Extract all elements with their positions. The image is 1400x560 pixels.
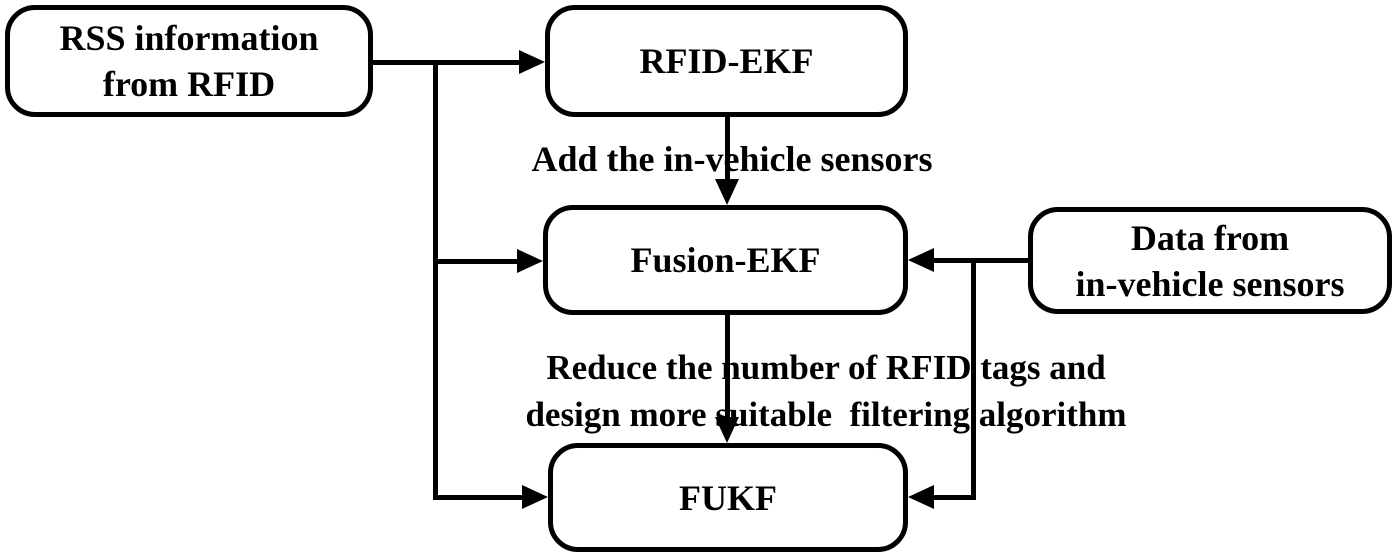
node-fusion-ekf: Fusion-EKF: [543, 205, 908, 315]
node-rss-information-from-rfid: RSS information from RFID: [5, 5, 373, 117]
edge-trunk-to-fusion-ekf-line: [433, 259, 521, 264]
node-rfid-ekf-label: RFID-EKF: [639, 41, 814, 81]
edge-data-to-fusion-ekf-line: [930, 258, 1028, 263]
arrowhead-into-fusion-ekf-left-icon: [517, 249, 543, 273]
edge-right-trunk-line: [971, 258, 976, 499]
arrowhead-into-fukf-top-icon: [715, 417, 739, 443]
node-fukf: FUKF: [548, 443, 908, 552]
arrowhead-into-fusion-ekf-right-icon: [908, 248, 934, 272]
node-data-from-in-vehicle-sensors: Data from in-vehicle sensors: [1028, 207, 1392, 314]
node-rss-label-line1: RSS information: [59, 18, 319, 58]
arrowhead-into-rfid-ekf-icon: [519, 50, 545, 74]
arrowhead-into-fusion-ekf-top-icon: [715, 179, 739, 205]
annotation-add-sensors-line: Add the in-vehicle sensors: [531, 139, 933, 179]
node-data-label-line1: Data from: [1130, 217, 1290, 258]
annotation-reduce-tags-line2: design more suitable filtering algorithm: [525, 395, 1127, 434]
edge-left-trunk-line: [433, 60, 438, 500]
node-fukf-label: FUKF: [679, 477, 777, 518]
annotation-reduce-tags: Reduce the number of RFID tags and desig…: [480, 344, 1172, 438]
edge-trunk-to-fukf-line: [433, 495, 526, 500]
edge-right-trunk-to-fukf-line: [930, 495, 976, 500]
annotation-reduce-tags-line1: Reduce the number of RFID tags and: [546, 348, 1106, 387]
node-data-label-line2: in-vehicle sensors: [1075, 263, 1345, 304]
node-rss-label-line2: from RFID: [102, 64, 276, 104]
node-rfid-ekf: RFID-EKF: [545, 5, 908, 117]
edge-rss-to-rfid-ekf-line: [373, 60, 523, 65]
node-fusion-ekf-label: Fusion-EKF: [630, 240, 821, 280]
annotation-add-sensors: Add the in-vehicle sensors: [482, 136, 982, 182]
arrowhead-into-fukf-left-icon: [522, 485, 548, 509]
edge-rfid-ekf-to-fusion-ekf-line: [725, 117, 730, 181]
arrowhead-into-fukf-right-icon: [908, 485, 934, 509]
edge-fusion-ekf-to-fukf-line: [725, 315, 730, 419]
